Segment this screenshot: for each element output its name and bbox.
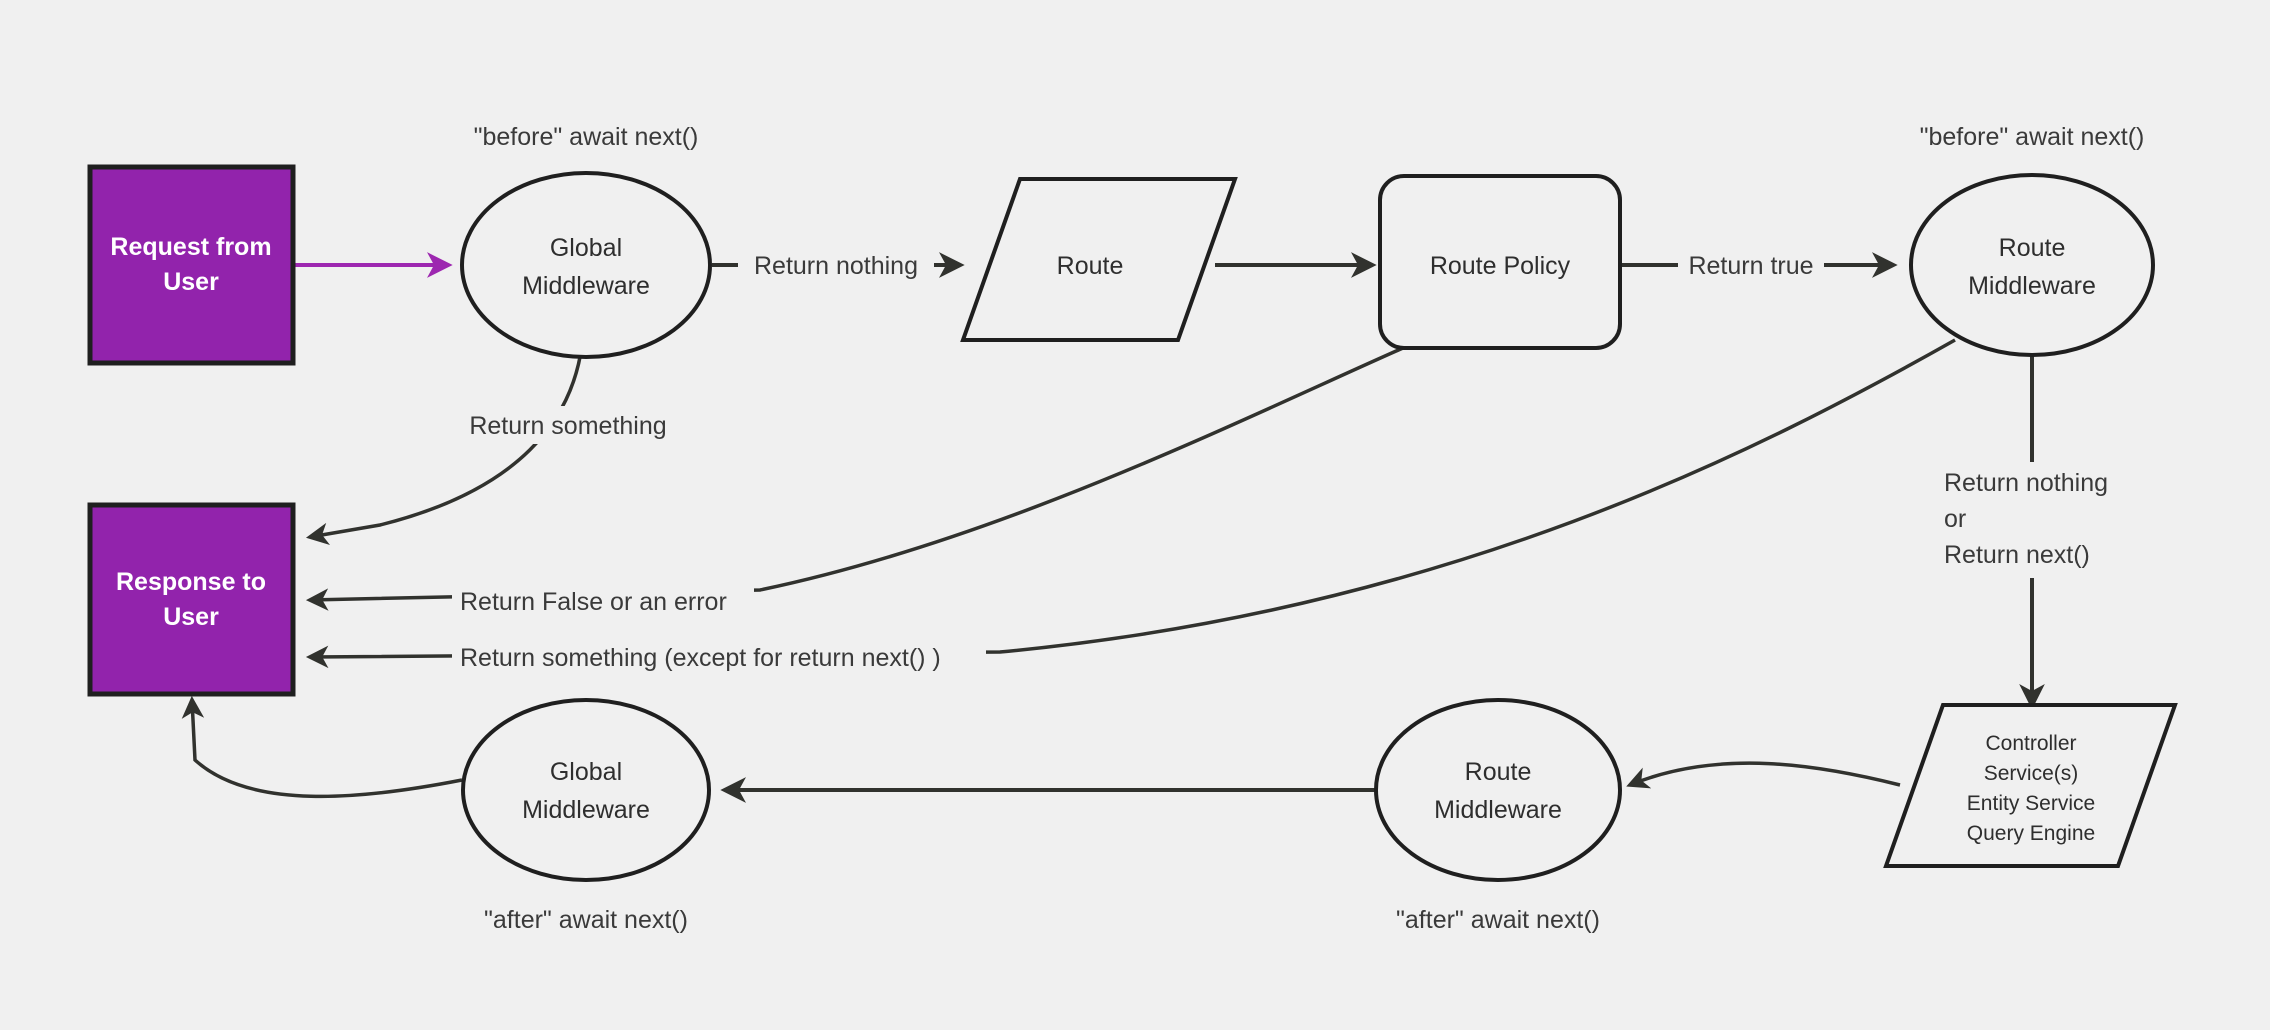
node-response-to-user-line2: User (163, 603, 219, 631)
node-request-from-user-line2: User (163, 268, 219, 296)
node-route-policy[interactable] (1378, 174, 1622, 350)
edge-controller-to-route-middleware-bottom (1626, 761, 1901, 789)
edge-label-bg-return-false-or-error (452, 581, 754, 619)
edge-label-bg-return-true (1678, 245, 1824, 283)
edge-label-return-true: Return true (1688, 252, 1813, 280)
node-route[interactable] (960, 177, 1238, 342)
edge-global-middleware-bottom-to-response (181, 695, 463, 799)
node-route-middleware-top-line1: Route (1999, 234, 2066, 262)
edge-route-policy-to-response (305, 346, 1404, 611)
edge-label-bg-return-something (455, 406, 680, 444)
node-global-middleware-top-line2: Middleware (522, 272, 650, 300)
node-controller[interactable] (1883, 703, 2178, 868)
edge-global-middleware-to-response (305, 344, 584, 545)
node-route-middleware-bottom-line2: Middleware (1434, 796, 1562, 824)
annotation-return-nothing: Return nothing (1944, 469, 2108, 497)
node-global-middleware-top[interactable] (460, 171, 712, 359)
node-route-label: Route (1057, 252, 1124, 280)
node-response-to-user[interactable] (87, 502, 296, 697)
node-route-middleware-top-line2: Middleware (1968, 272, 2096, 300)
edge-label-return-something-except: Return something (except for return next… (460, 644, 941, 672)
edge-label-bg-return-nothing (738, 245, 934, 283)
edge-label-return-false-or-error: Return False or an error (460, 588, 727, 616)
node-global-middleware-bottom[interactable] (461, 698, 711, 882)
edge-label-bg-return-something-except (452, 637, 986, 675)
node-global-middleware-bottom-line1: Global (550, 758, 622, 786)
annotation-bg-return-nothing-or-next (1935, 462, 2185, 578)
node-controller-line4: Query Engine (1967, 822, 2095, 845)
annotation-or: or (1944, 505, 1966, 533)
node-response-to-user-line1: Response to (116, 568, 266, 596)
edge-label-return-something: Return something (469, 412, 666, 440)
annotation-before-await-next-global: "before" await next() (474, 123, 699, 151)
node-route-middleware-bottom[interactable] (1374, 698, 1622, 882)
node-request-from-user[interactable] (87, 164, 296, 366)
edge-label-return-nothing: Return nothing (754, 252, 918, 280)
node-route-middleware-top[interactable] (1909, 173, 2155, 357)
node-request-from-user-line1: Request from (110, 233, 271, 261)
annotation-after-await-next-global: "after" await next() (484, 906, 688, 934)
node-global-middleware-bottom-line2: Middleware (522, 796, 650, 824)
node-controller-line3: Entity Service (1967, 792, 2095, 815)
node-controller-line1: Controller (1985, 732, 2076, 755)
annotation-return-next: Return next() (1944, 541, 2090, 569)
annotation-after-await-next-route: "after" await next() (1396, 906, 1600, 934)
node-route-policy-label: Route Policy (1430, 252, 1571, 280)
annotation-before-await-next-route: "before" await next() (1920, 123, 2145, 151)
edge-route-middleware-to-response (305, 338, 1956, 669)
node-route-middleware-bottom-line1: Route (1465, 758, 1532, 786)
node-controller-line2: Service(s) (1984, 762, 2079, 785)
node-global-middleware-top-line1: Global (550, 234, 622, 262)
